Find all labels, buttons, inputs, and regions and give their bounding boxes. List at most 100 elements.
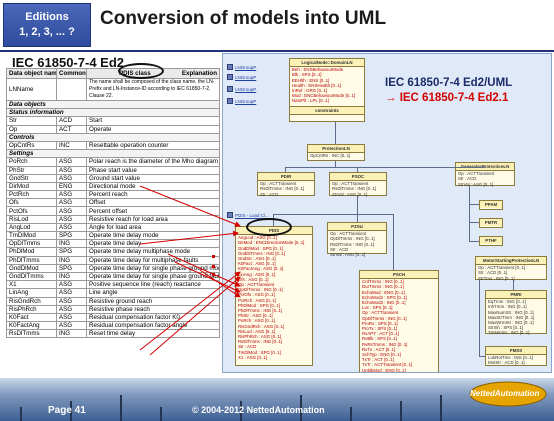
inheritance-line	[469, 186, 470, 242]
pdis-class-table: Data object name Common data class PDIS …	[6, 68, 220, 339]
uml-class-generatorprotectionln[interactable]: GeneratorProtectionLN Op : ACTTransient …	[455, 162, 515, 187]
uml-class-ppam[interactable]: PPAM	[479, 200, 503, 210]
inheritance-line	[479, 280, 480, 356]
pylon-silhouette	[440, 395, 442, 421]
uml-class-pthf[interactable]: PTHF	[479, 236, 503, 246]
uml-attribute: PhDlMod : SPG [0..1]	[238, 302, 280, 308]
uml-class-pmtr[interactable]: PMTR	[479, 218, 503, 228]
cell-cdc: ENG	[56, 181, 87, 192]
uml-attribute: MaxStrTmm : ING [0..1]	[488, 314, 535, 320]
inheritance-line	[285, 167, 286, 172]
inheritance-line	[335, 161, 336, 167]
cell-desc: Residual compensation factor K0	[86, 312, 220, 323]
uml-class-psch[interactable]: PSCH CrdTmms : ING [0..1]DurTmms : ING […	[359, 270, 439, 373]
logo-text: NettedAutomation	[470, 389, 540, 398]
inheritance-line	[357, 196, 358, 222]
cell-name: RsDlTmms	[6, 329, 57, 339]
diagram-link-2[interactable]: LNGroupP	[235, 75, 257, 80]
cell-cdc: ING	[56, 271, 87, 282]
uml-class-pmri[interactable]: PMRI EqTmm : ING [0..1]InhTmm : ING [0..…	[485, 290, 547, 336]
uml-attribute: Ofs : ASG [0..1]	[238, 276, 269, 282]
uml-class-title: PMRI	[486, 291, 546, 300]
cell-name: K0Fact	[6, 312, 57, 323]
uml-attribute: ProRx : SPS [0..1]	[362, 320, 398, 326]
diagram-link-4[interactable]: LNGroupP	[235, 99, 257, 104]
uml-attribute: UnblkMod : ENG [0..1]	[362, 367, 406, 373]
inheritance-line	[335, 122, 336, 144]
uml-class-logicalnode[interactable]: LogicalNode::DomainLN Beh : ENSBehaviour…	[289, 58, 365, 122]
uml-attribute: Beh : ENSBehaviourMode	[292, 67, 344, 73]
inheritance-line	[393, 214, 394, 270]
col-header-cdc: Common data class	[56, 68, 87, 79]
package-icon	[227, 74, 233, 80]
pylon-silhouette	[70, 401, 72, 421]
uml-attribute: TxTr : ACTTransient [0..1]	[362, 362, 413, 368]
pdis-class-highlight-ellipse	[118, 63, 164, 79]
uml-attribute: TmMinStr : ING [0..1]	[488, 330, 530, 336]
uml-attribute: Str : ACD	[238, 344, 257, 350]
uml-class-title: PSCH	[360, 271, 438, 280]
table-section-row: Controls	[6, 132, 220, 142]
diagram-link-pdis[interactable]: PDIS - Load Cl...	[235, 213, 269, 218]
cell-desc: Reset time delay	[86, 329, 220, 339]
col-header-name: Data object name	[6, 68, 57, 79]
uml-attribute: OpDlTmms : ING [0..1]	[238, 287, 283, 293]
pylon-silhouette	[350, 407, 352, 421]
uml-class-title: PMTR	[480, 219, 502, 227]
uml-class-motorstartingprotectionln[interactable]: MotorStartingProtectionLN Op : ACTTransi…	[475, 256, 547, 281]
uml-attribute: InRef : ORG [0..1]	[292, 88, 328, 94]
uml-class-pmss[interactable]: PMSS LokRotTms : ING [0..1] MotStr : ACD…	[485, 346, 547, 366]
uml-diagram-panel[interactable]: LNGroupP LNGroupP LNGroupP LNGroupP Logi…	[222, 53, 552, 373]
uml-class-pdis[interactable]: PDIS AngLod : ASG [0..1]DirMod : ENCDire…	[235, 226, 313, 366]
pylon-silhouette	[240, 401, 242, 421]
cell-cdc: ASG	[56, 312, 87, 323]
cell-name: AngLod	[6, 222, 57, 233]
uml-attribute: AngLod : ASG [0..1]	[238, 235, 277, 241]
diagram-icon	[227, 212, 233, 218]
cell-desc: Operate time delay	[86, 239, 220, 249]
uml-attribute: X1 : ASG [0..1]	[238, 354, 268, 360]
table-section-row: Status information	[6, 108, 220, 118]
uml-attribute: ProTx : SPS [0..1]	[362, 326, 398, 332]
uml-class-protectionln[interactable]: ProtectionLN OpCntRs : INC [0..1]	[307, 144, 365, 161]
cell-cdc: ASG	[56, 206, 87, 216]
cell-desc: Residual compensation factor angle	[86, 321, 220, 331]
cell-name: RisLod	[6, 214, 57, 224]
cell-cdc: ING	[56, 255, 87, 265]
cell-name: Ofs	[6, 198, 57, 208]
inheritance-line	[469, 222, 479, 223]
pylon-silhouette	[300, 395, 302, 421]
cell-cdc: ASG	[56, 173, 87, 183]
cell-cdc: ASG	[56, 321, 87, 331]
uml-class-title: GeneratorProtectionLN	[456, 163, 514, 172]
uml-attribute: SchTyp : ENG [0..1]	[362, 352, 401, 358]
package-icon	[227, 98, 233, 104]
uml-attribute: MaxNumStr : ING [0..1]	[488, 309, 534, 315]
uml-class-psoc[interactable]: PSOC Op : ACTTransient RsDlTmms : ING [0…	[329, 172, 387, 197]
cell-cdc: ING	[56, 329, 87, 339]
diagram-link-1[interactable]: LNGroupP	[235, 65, 257, 70]
cell-name: PoRch	[6, 157, 57, 167]
uml-attribute: TmDlMod : SPG [0..1]	[238, 349, 281, 355]
cell-name: RisPhRch	[6, 304, 57, 314]
cell-name: PctOfs	[6, 206, 57, 216]
cell-desc: Resettable operation counter	[86, 140, 220, 151]
uml-attribute: GndStr : ASG [0..1]	[238, 256, 276, 262]
cell-name: Str	[6, 116, 57, 126]
cell-desc: Resistive reach for load area	[86, 214, 220, 224]
uml-class-pdir[interactable]: PDIR Op : ACTTransient RsDlTmms : ING [0…	[257, 172, 315, 197]
nettedautomation-logo	[469, 381, 547, 407]
diagram-link-3[interactable]: LNGroupP	[235, 87, 257, 92]
